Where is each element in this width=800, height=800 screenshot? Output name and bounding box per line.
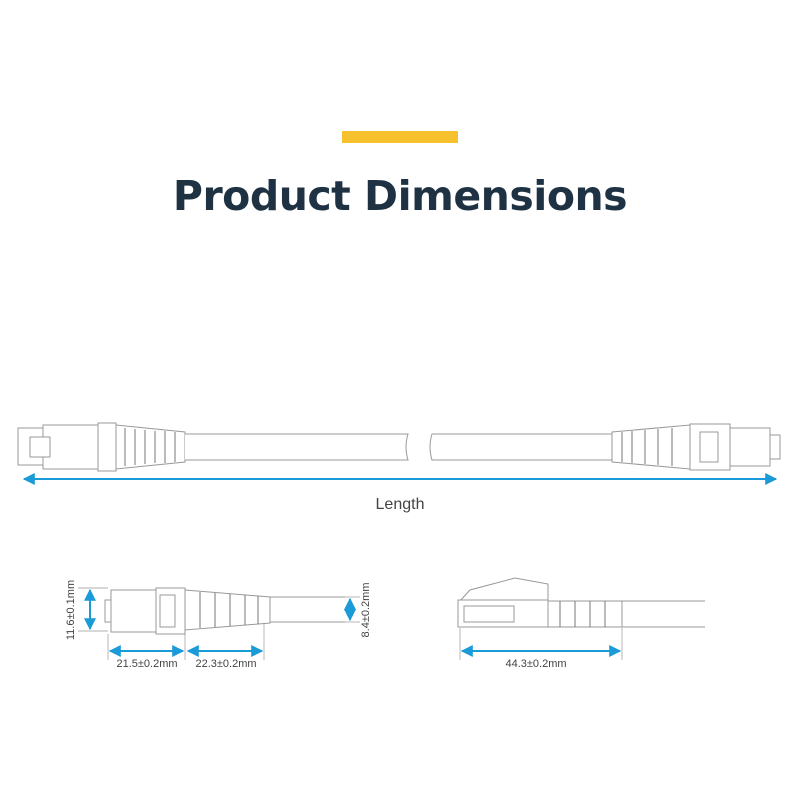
length-label: Length — [376, 496, 425, 513]
top-view-connector — [457, 577, 705, 628]
connector-length-label: 21.5±0.2mm — [116, 658, 177, 670]
right-connector — [611, 423, 781, 471]
cable-segment-right — [429, 433, 612, 461]
left-connector — [17, 422, 186, 472]
cable-segment-left — [185, 433, 409, 461]
accent-bar — [342, 131, 458, 143]
cable-diameter-label: 8.4±0.2mm — [360, 583, 372, 638]
boot-length-label: 22.3±0.2mm — [195, 658, 256, 670]
connector-height-label: 11.6±0.1mm — [65, 580, 77, 640]
page-title: Product Dimensions — [172, 172, 628, 220]
side-view-connector — [104, 587, 345, 635]
total-length-label: 44.3±0.2mm — [505, 658, 566, 670]
